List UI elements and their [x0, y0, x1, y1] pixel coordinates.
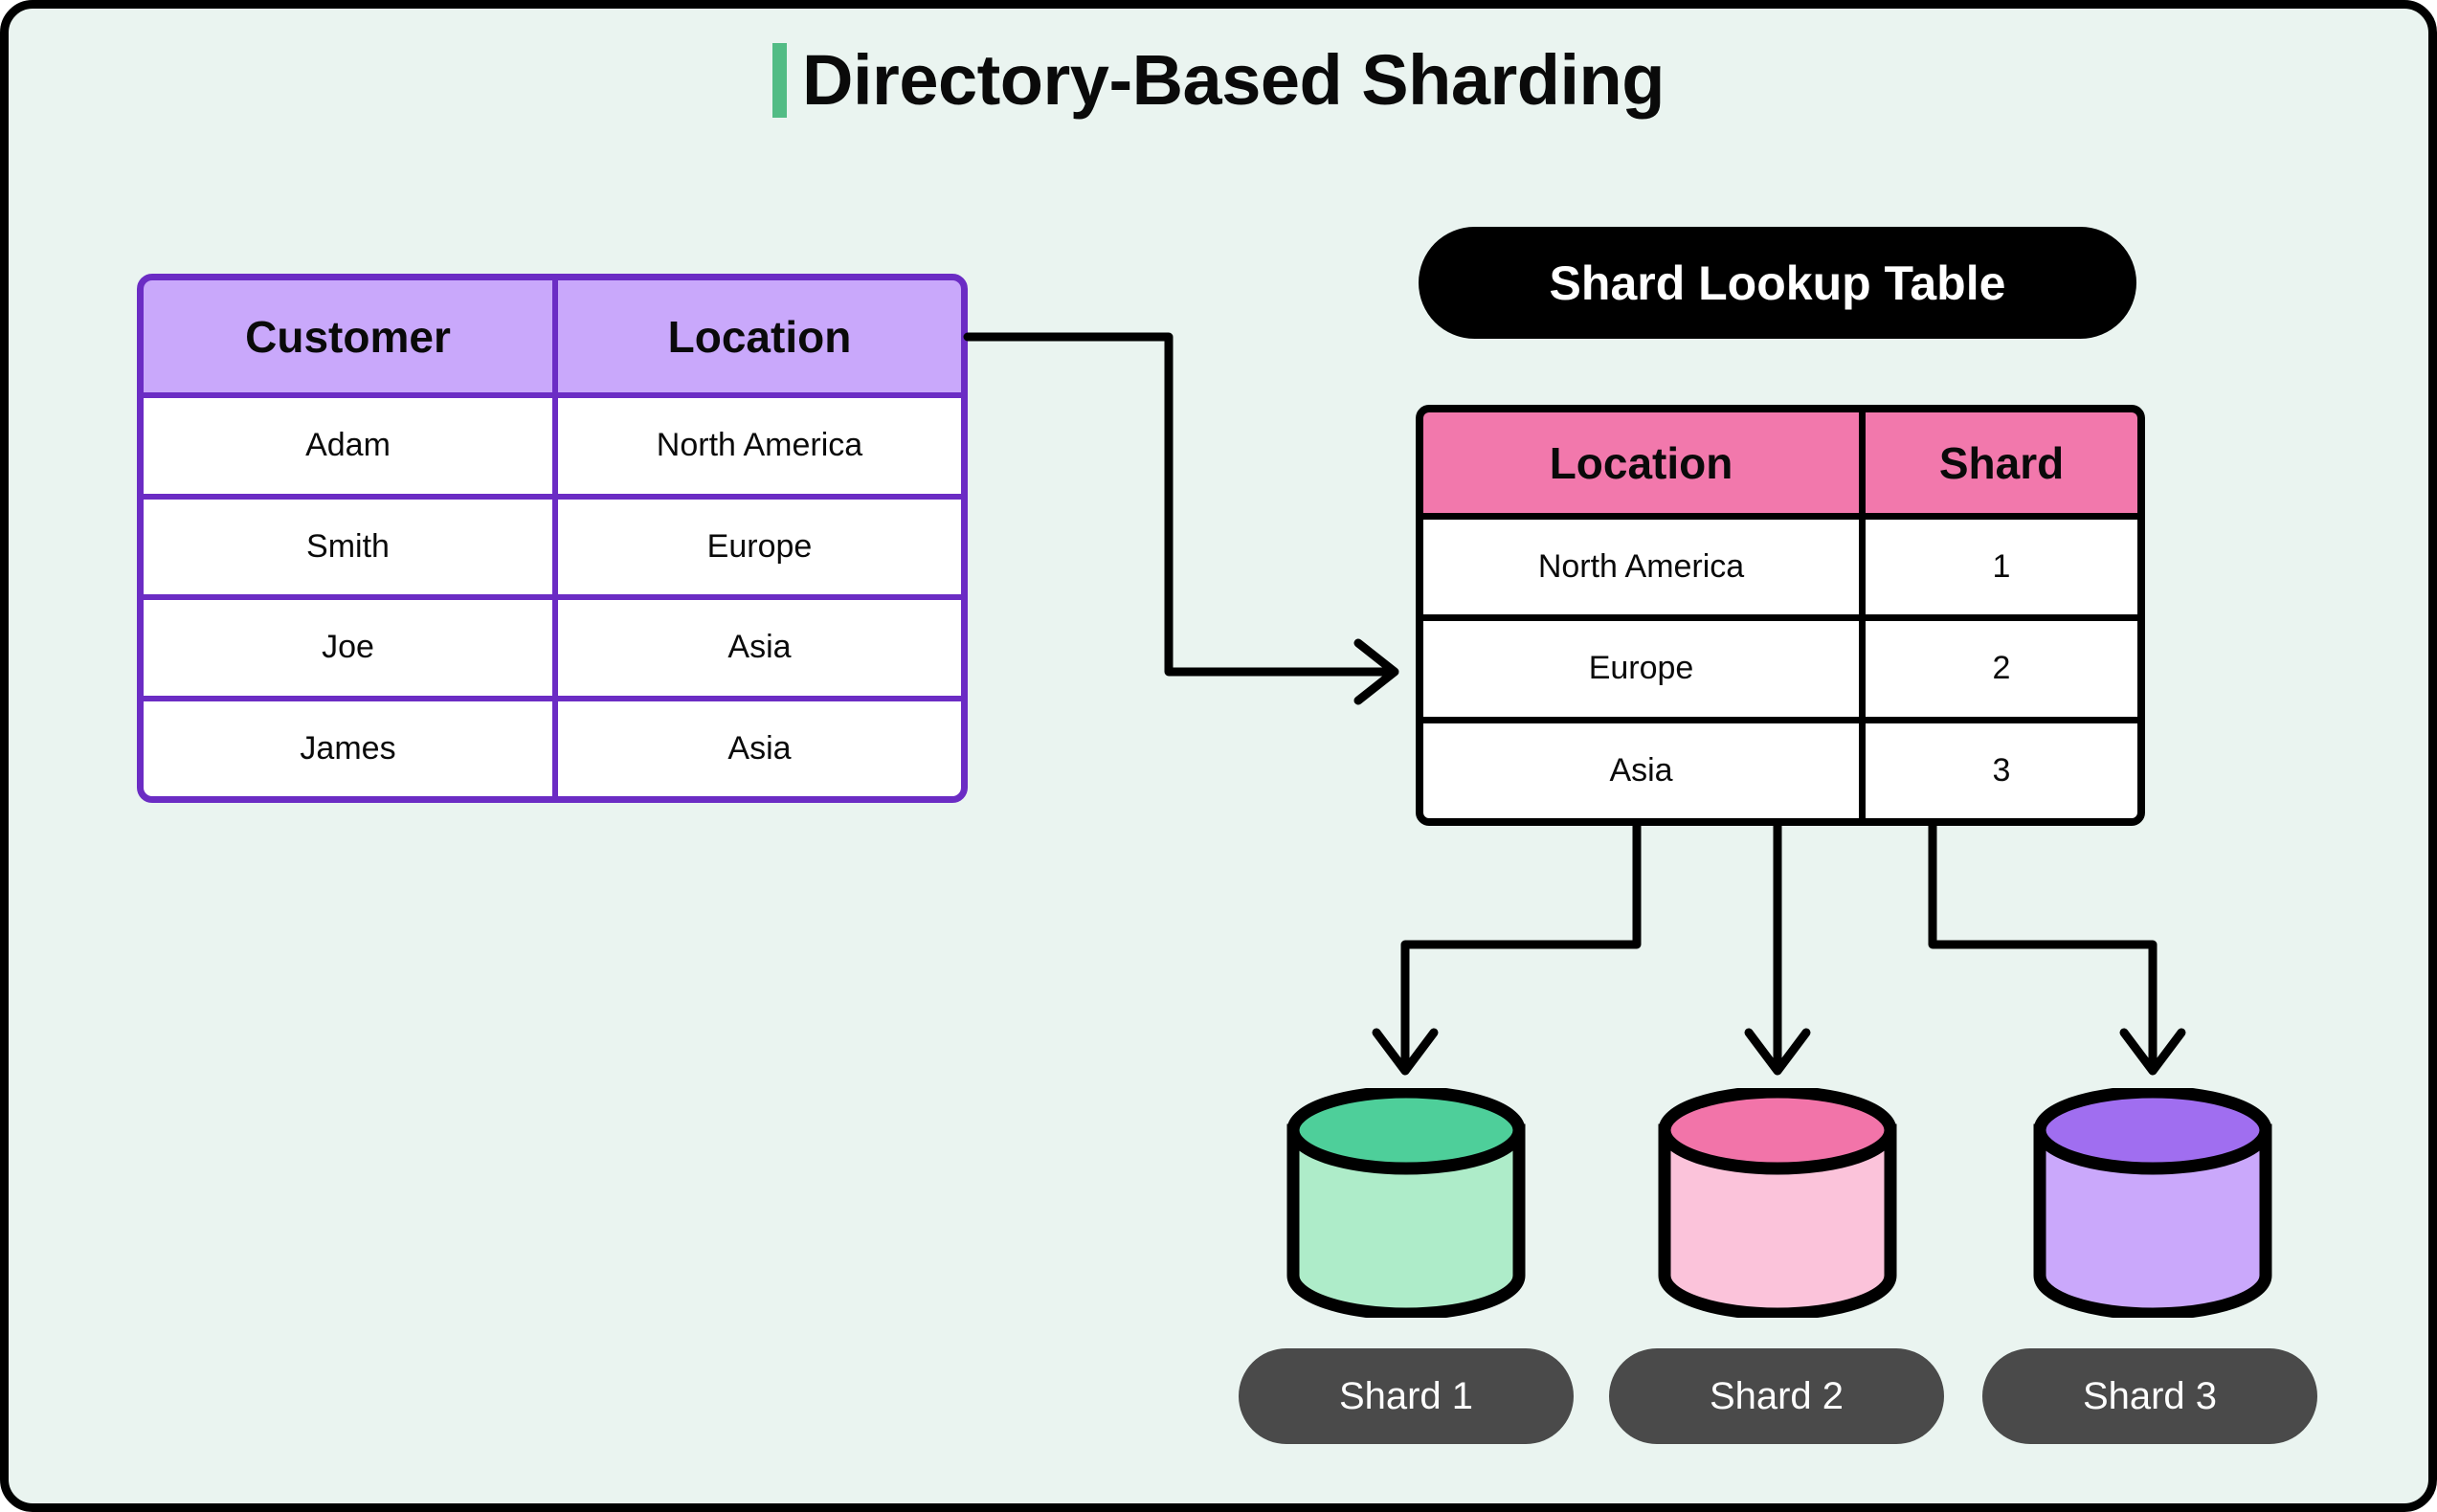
table-header-row: Customer Location — [144, 280, 961, 392]
customer-location-table: Customer Location Adam North America Smi… — [137, 274, 968, 803]
cell-shard: 2 — [1859, 621, 2137, 717]
table-header-row: Location Shard — [1423, 412, 2137, 513]
title-label: Directory-Based Sharding — [802, 40, 1665, 120]
table-row: Europe 2 — [1423, 614, 2137, 717]
table-row: Joe Asia — [144, 594, 961, 696]
connector-lookup-to-shard-1 — [1400, 821, 1642, 1071]
arrowhead-to-lookup — [1353, 638, 1399, 705]
cell-customer: Joe — [144, 600, 552, 696]
table-row: James Asia — [144, 695, 961, 796]
shard-1-label: Shard 1 — [1239, 1348, 1574, 1444]
table-row: Asia 3 — [1423, 716, 2137, 818]
cell-location: North America — [1423, 520, 1860, 615]
shard-lookup-table-badge: Shard Lookup Table — [1419, 227, 2136, 339]
cell-shard: 1 — [1859, 520, 2137, 615]
shard-1-cylinder — [1282, 1088, 1531, 1318]
cell-location: Europe — [1423, 621, 1860, 717]
column-header-customer: Customer — [144, 280, 552, 392]
table-row: Adam North America — [144, 392, 961, 494]
cell-customer: Adam — [144, 398, 552, 494]
cell-location: Asia — [1423, 723, 1860, 818]
column-header-location: Location — [1423, 412, 1860, 513]
cell-location: Asia — [552, 700, 961, 796]
table-row: North America 1 — [1423, 513, 2137, 615]
page-title: Directory-Based Sharding — [9, 43, 2428, 118]
database-cylinder-icon — [1286, 1088, 1526, 1318]
shard-3-cylinder — [2028, 1088, 2277, 1318]
cell-location: Europe — [552, 499, 961, 594]
table-row: Smith Europe — [144, 493, 961, 594]
shard-2-cylinder — [1653, 1088, 1902, 1318]
cell-location: Asia — [552, 600, 961, 696]
cell-shard: 3 — [1859, 723, 2137, 818]
database-cylinder-icon — [1658, 1088, 1897, 1318]
cell-customer: James — [144, 700, 552, 796]
arrowhead-to-shard-3 — [2119, 1028, 2186, 1076]
column-header-location: Location — [552, 280, 961, 392]
arrowhead-to-shard-2 — [1744, 1028, 1811, 1076]
cell-location: North America — [552, 398, 961, 494]
column-header-shard: Shard — [1859, 412, 2137, 513]
cell-customer: Smith — [144, 499, 552, 594]
connector-lookup-to-shard-3 — [1928, 821, 2158, 1071]
connector-customer-to-lookup — [963, 332, 1394, 677]
shard-3-label: Shard 3 — [1982, 1348, 2317, 1444]
arrowhead-to-shard-1 — [1372, 1028, 1439, 1076]
title-accent-bar — [772, 43, 788, 118]
database-cylinder-icon — [2033, 1088, 2272, 1318]
shard-lookup-table: Location Shard North America 1 Europe 2 … — [1416, 405, 2145, 826]
shard-2-label: Shard 2 — [1609, 1348, 1944, 1444]
